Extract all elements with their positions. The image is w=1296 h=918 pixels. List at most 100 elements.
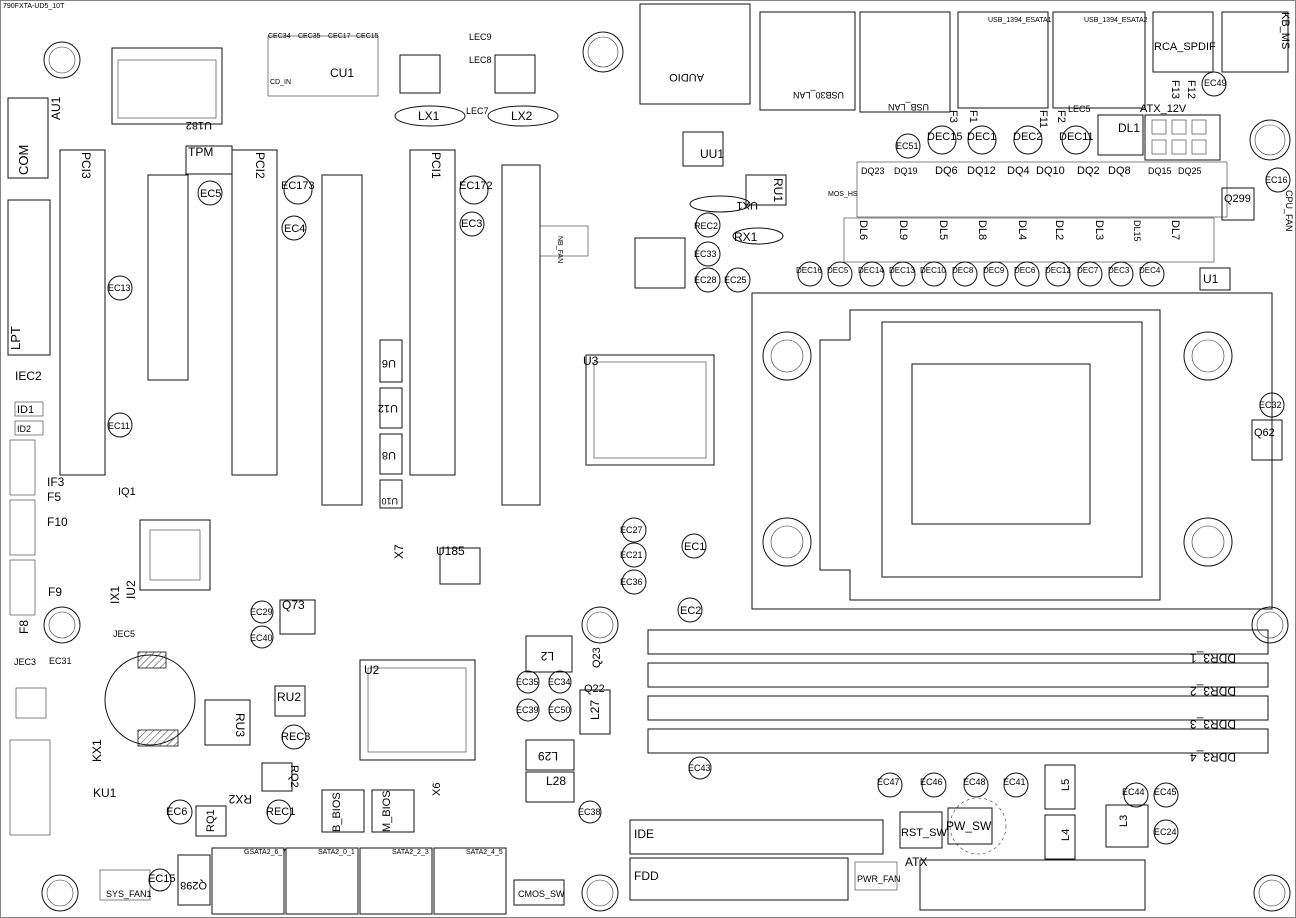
ec24-label: EC24 — [1154, 827, 1177, 837]
ec31-label: EC31 — [49, 656, 72, 666]
ec36-label: EC36 — [620, 577, 643, 587]
usb-lan-label: USB_LAN — [888, 102, 929, 112]
uu1-label: UU1 — [700, 147, 724, 161]
rec2-label: REC2 — [694, 221, 718, 231]
dq10-label: DQ10 — [1036, 165, 1065, 177]
cpu-mount-holes — [762, 331, 1233, 567]
rca-spdif-jack — [1152, 11, 1214, 73]
mid-caps — [516, 670, 602, 824]
pwr-fan-header — [854, 861, 898, 891]
power-switch[interactable] — [947, 807, 993, 845]
u185-chip — [439, 547, 481, 585]
q298-mosfet — [177, 854, 211, 906]
ru2-regulator — [274, 685, 306, 717]
cpu-socket-die — [911, 363, 1091, 525]
dec-cap-row — [797, 261, 1165, 287]
com-connector — [7, 97, 49, 179]
usb1394-esata1-port — [957, 11, 1049, 109]
cpu-socket-body — [881, 321, 1143, 578]
f10-label: F10 — [47, 515, 68, 529]
lu1-inductor — [399, 54, 441, 94]
l5-label: L5 — [1060, 779, 1072, 791]
nb-fan-label: NB_FAN — [556, 236, 563, 263]
u6-label: U6 — [382, 357, 396, 369]
atx-label: ATX — [905, 855, 927, 869]
q299-label: Q299 — [1224, 193, 1251, 205]
ec25-cap — [725, 267, 751, 293]
battery-clip-top — [137, 651, 167, 669]
pci1-slot — [409, 149, 456, 476]
atx12v-pins — [1151, 119, 1207, 155]
fdd-connector — [629, 857, 849, 901]
ddr3-4-label: DDR3_4 — [1190, 750, 1236, 764]
q62-label: Q62 — [1254, 427, 1275, 439]
ddr3-slot-1 — [647, 629, 1269, 655]
kbms-label: KB_MS — [1279, 12, 1291, 49]
rx1-crystal — [732, 227, 784, 245]
nb-caps — [621, 517, 707, 623]
if3-label: IF3 — [47, 475, 65, 489]
ec51-cap — [895, 133, 921, 159]
main-bios-chip — [371, 789, 415, 833]
ddr3-2-label: DDR3_2 — [1190, 684, 1236, 698]
u2-southbridge — [359, 659, 476, 761]
ec48-label: EC48 — [963, 777, 986, 787]
x7-label: X7 — [392, 544, 406, 559]
ec50-label: EC50 — [548, 705, 571, 715]
ec45-label: EC45 — [1154, 787, 1177, 797]
iec2-label: IEC2 — [15, 369, 42, 383]
ec11-label: EC11 — [108, 421, 130, 431]
u185-label: U185 — [436, 544, 465, 558]
l2-label: L2 — [540, 649, 554, 663]
lec7-label: LEC7 — [466, 106, 489, 116]
fuse-f2: F2 — [1055, 110, 1067, 123]
pci3-label: PCI3 — [79, 152, 93, 179]
dq8-label: DQ8 — [1108, 165, 1131, 177]
lx1-label: LX1 — [418, 109, 440, 123]
u8-chip — [379, 433, 403, 475]
ec33-cap — [695, 241, 721, 267]
pci3-slot — [59, 149, 106, 476]
rq1-label: RQ1 — [205, 809, 217, 832]
ec28-label: EC28 — [694, 275, 717, 285]
ec15-cap — [148, 868, 172, 892]
l2-inductor — [525, 635, 573, 673]
fuse-f11: F11 — [1037, 110, 1049, 128]
rec2-cap — [695, 212, 721, 238]
lx2-label: LX2 — [511, 109, 533, 123]
x6-label: X6 — [431, 783, 443, 796]
u10-chip — [379, 479, 403, 509]
ec2-label: EC2 — [680, 605, 701, 617]
dec12-label: DEC12 — [1045, 266, 1071, 275]
ec47-label: EC47 — [877, 777, 900, 787]
sata-4-5-connector — [433, 847, 507, 915]
ec25-label: EC25 — [724, 275, 747, 285]
pci-area-caps — [107, 175, 489, 438]
l4-label: L4 — [1060, 829, 1072, 841]
rec3-cap — [281, 724, 307, 750]
cec15-label: CEC15 — [356, 33, 379, 40]
ddr3-3-label: DDR3_3 — [1190, 717, 1236, 731]
lx2-crystal — [487, 105, 559, 127]
ru3-regulator — [204, 699, 251, 746]
u10-label: U10 — [381, 496, 398, 506]
dq-mosfet-row — [856, 161, 1228, 218]
ec16-label: EC16 — [1265, 175, 1288, 185]
rec1-label: REC1 — [266, 806, 295, 818]
q73-label: Q73 — [282, 598, 305, 612]
u182-label: U182 — [186, 119, 212, 131]
tpm-header — [185, 145, 233, 175]
ru2-label: RU2 — [277, 690, 301, 704]
dq4-label: DQ4 — [1007, 165, 1030, 177]
dec2-cap — [1013, 125, 1043, 155]
ec172-label: EC172 — [459, 180, 493, 192]
cu1-label: CU1 — [330, 66, 354, 80]
atx12v-connector — [1144, 114, 1221, 161]
tpm-label: TPM — [188, 145, 213, 159]
reset-switch[interactable] — [899, 811, 943, 849]
cpu-fan-label: CPU_FAN — [1284, 190, 1294, 232]
pci1-inner — [501, 164, 541, 506]
m-bios-label: M_BIOS — [381, 790, 393, 832]
id2-box — [14, 420, 44, 436]
